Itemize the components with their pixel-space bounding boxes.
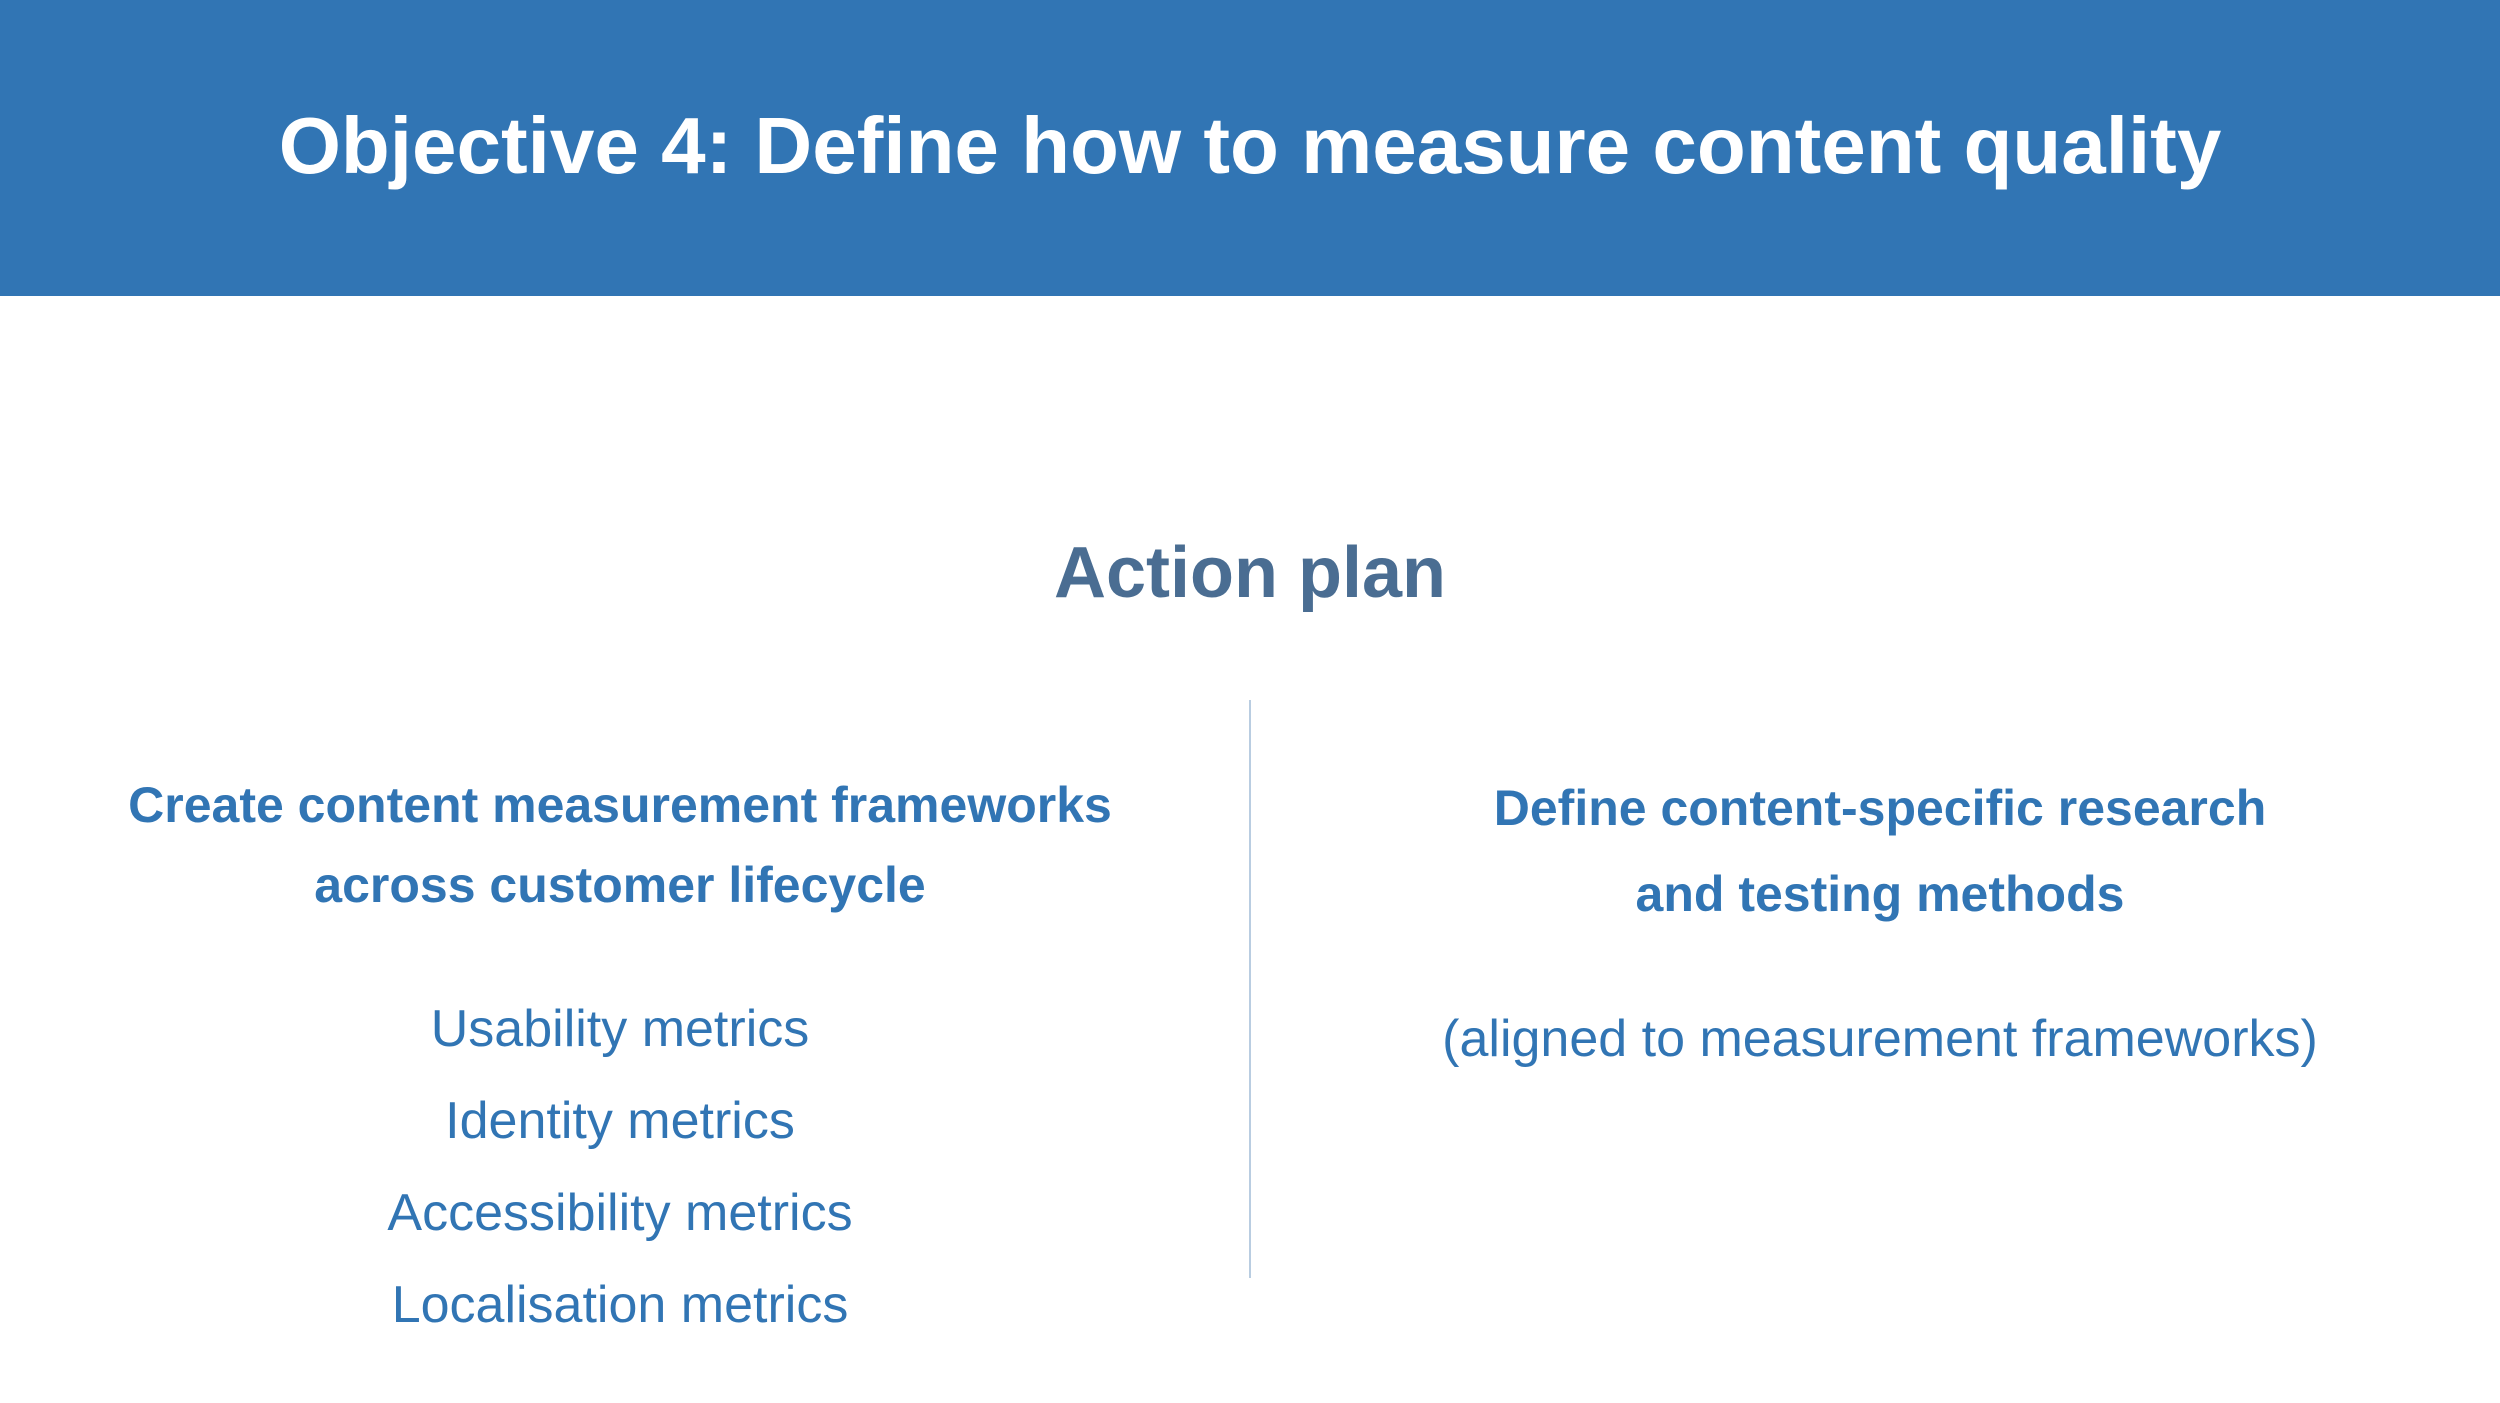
research-methods-note: (aligned to measurement frameworks) <box>1442 1010 2318 1068</box>
metrics-list: Usability metrics Identity metrics Acces… <box>80 983 1160 1351</box>
metric-localisation: Localisation metrics <box>391 1276 849 1334</box>
research-methods-heading-line2: and testing methods <box>1635 866 2125 922</box>
header-band: Objective 4: Define how to measure conte… <box>0 0 2500 296</box>
metric-identity: Identity metrics <box>445 1092 795 1150</box>
research-methods-heading: Define content-specific research and tes… <box>1340 765 2420 937</box>
measurement-frameworks-column: Create content measurement frameworks ac… <box>80 765 1160 1351</box>
slide-title: Objective 4: Define how to measure conte… <box>278 101 2222 190</box>
measurement-frameworks-heading-line2: across customer lifecycle <box>314 857 926 913</box>
metric-accessibility: Accessibility metrics <box>387 1184 853 1242</box>
metric-usability: Usability metrics <box>430 1000 810 1058</box>
research-methods-heading-line1: Define content-specific research <box>1493 780 2267 836</box>
action-plan-heading: Action plan <box>1054 533 1446 613</box>
measurement-frameworks-heading: Create content measurement frameworks ac… <box>80 765 1160 925</box>
measurement-frameworks-heading-line1: Create content measurement frameworks <box>128 777 1112 833</box>
research-methods-column: Define content-specific research and tes… <box>1340 765 2420 1085</box>
column-divider <box>1249 700 1251 1278</box>
